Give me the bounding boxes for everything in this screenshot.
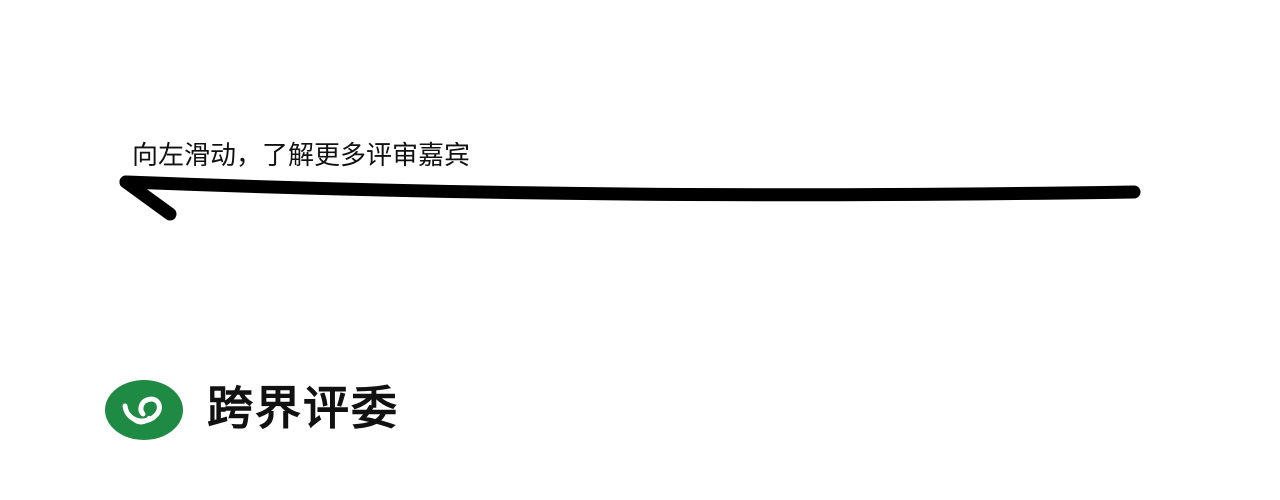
leaf-swirl-logo-icon — [105, 380, 183, 440]
brand-name: 跨界评委 — [207, 381, 399, 435]
swipe-hint-text: 向左滑动，了解更多评审嘉宾 — [132, 141, 471, 171]
arrow-left-icon — [119, 175, 1141, 221]
